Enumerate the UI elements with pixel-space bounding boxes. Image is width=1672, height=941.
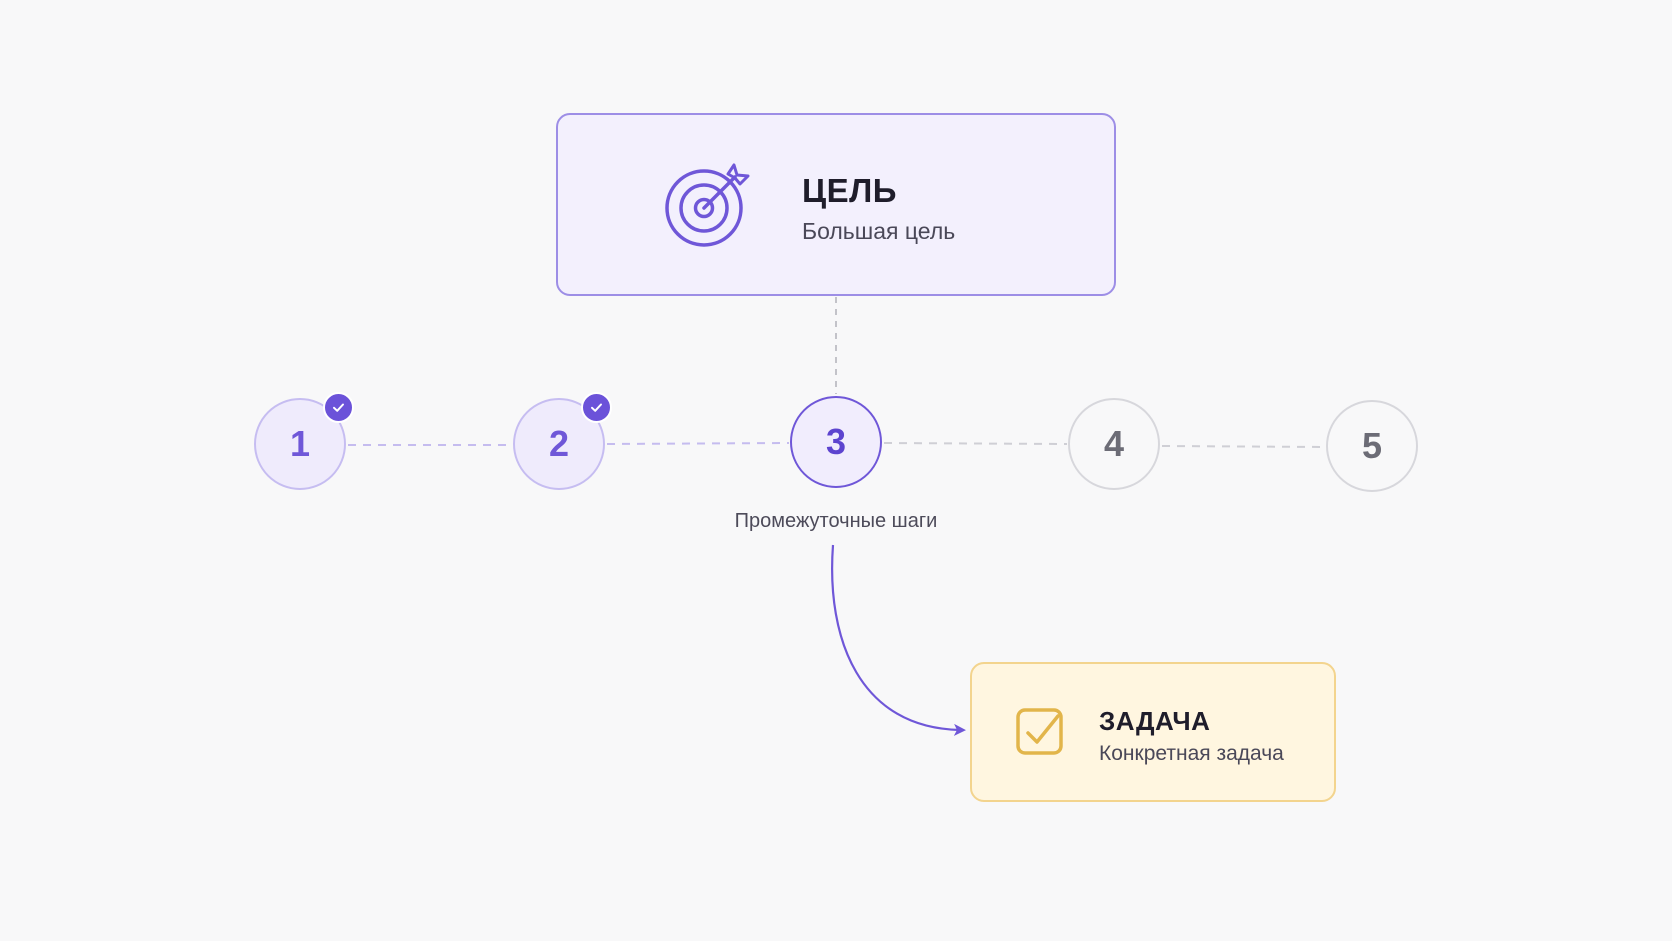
goal-subtitle: Большая цель: [802, 218, 956, 244]
check-icon: [333, 403, 344, 412]
target-icon: [665, 163, 750, 247]
checkbox-icon: [1016, 708, 1063, 755]
step-4[interactable]: 4: [1068, 398, 1160, 490]
goal-card: ЦЕЛЬ Большая цель: [556, 113, 1116, 296]
check-icon: [591, 403, 602, 412]
goal-title: ЦЕЛЬ: [802, 172, 897, 209]
step-1-check-badge: [323, 392, 354, 423]
task-card: ЗАДАЧА Конкретная задача: [970, 662, 1336, 802]
step-3[interactable]: 3: [790, 396, 882, 488]
step-number: 3: [825, 421, 847, 462]
step-2[interactable]: 2: [513, 398, 605, 490]
steps-caption: Промежуточные шаги: [734, 510, 938, 532]
connector-4-5: [1161, 445, 1326, 448]
step-number: 4: [1103, 423, 1125, 464]
connector-3-4: [883, 442, 1068, 445]
step-number: 2: [548, 423, 570, 464]
step-number: 5: [1361, 425, 1383, 466]
steps-to-task-arrow: [831, 544, 966, 736]
task-title: ЗАДАЧА: [1099, 706, 1211, 736]
step-5[interactable]: 5: [1326, 400, 1418, 492]
connector-2-3: [606, 442, 790, 445]
step-2-check-badge: [581, 392, 612, 423]
step-number: 1: [289, 423, 311, 464]
task-subtitle: Конкретная задача: [1099, 742, 1284, 765]
